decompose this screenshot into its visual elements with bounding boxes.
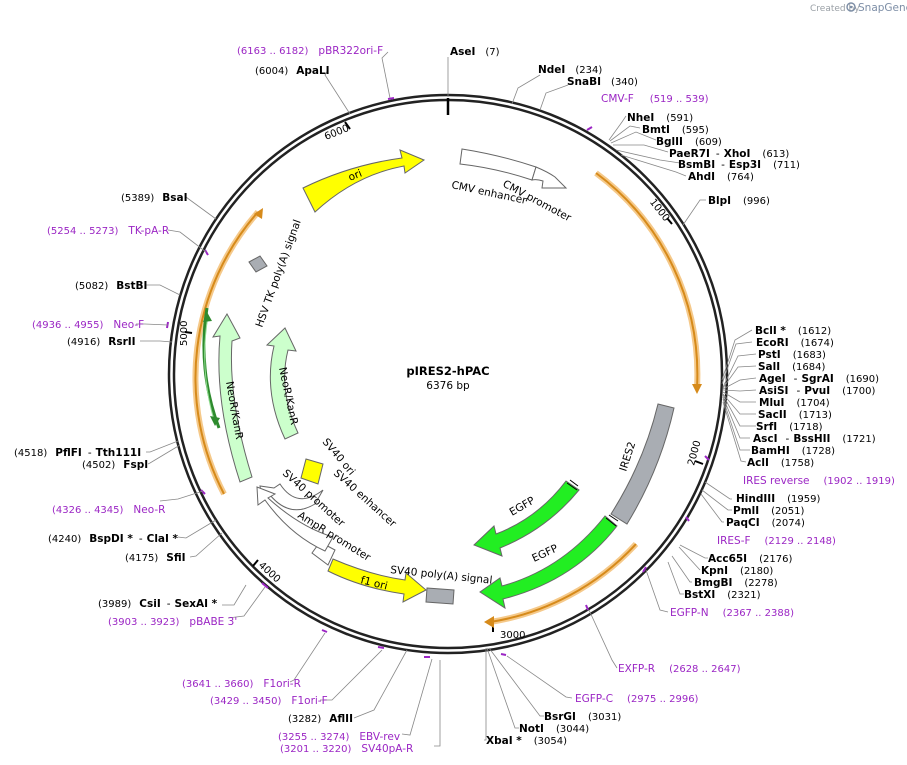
sv40-promoter-arrow bbox=[256, 486, 334, 552]
site-ahdi: AhdI(764) bbox=[688, 171, 754, 183]
site-bstbi: (5082)BstBI bbox=[75, 280, 147, 292]
site-bamhi: BamHI(1728) bbox=[751, 445, 835, 457]
site-ndei: NdeI(234) bbox=[538, 64, 602, 76]
site-snabi: SnaBI(340) bbox=[567, 76, 638, 88]
site-cmv-f: CMV-F(519 .. 539) bbox=[601, 93, 709, 105]
ires-arrow bbox=[610, 403, 675, 525]
site-bsrgi: BsrGI(3031) bbox=[544, 711, 621, 723]
site-bsai: (5389)BsaI bbox=[121, 192, 188, 204]
site-pmli: PmlI(2051) bbox=[733, 505, 805, 517]
site-apali: (6004)ApaLI bbox=[255, 65, 330, 77]
orf-arcs bbox=[192, 170, 702, 628]
site-f1ori-r: (3641 .. 3660)F1ori-R bbox=[182, 678, 301, 690]
label-hsv-tk-polya: HSV TK poly(A) signal bbox=[254, 218, 304, 329]
site-paer7i: PaeR7I-XhoI(613) bbox=[669, 148, 789, 160]
site-bglii: BglII(609) bbox=[656, 136, 722, 148]
ori-arrow bbox=[302, 149, 426, 213]
site-bmti: BmtI(595) bbox=[642, 124, 709, 136]
leader-lines bbox=[136, 51, 757, 747]
site-srfi: SrfI(1718) bbox=[756, 421, 823, 433]
snapgene-logo-icon bbox=[846, 2, 856, 12]
egfp-hatch bbox=[566, 479, 619, 527]
site-hindiii: HindIII(1959) bbox=[736, 493, 820, 505]
site-noti: NotI(3044) bbox=[519, 723, 589, 735]
site-asei: AseI(7) bbox=[450, 46, 500, 58]
site-f1ori-f: (3429 .. 3450)F1ori-F bbox=[210, 695, 328, 707]
site-bspdi: (4240)BspDI *-ClaI * bbox=[48, 533, 179, 545]
site-ires-f: IRES-F(2129 .. 2148) bbox=[717, 535, 836, 547]
primer-marks bbox=[166, 97, 710, 658]
feature-arrows bbox=[212, 148, 675, 610]
site-fspi: (4502)FspI bbox=[82, 459, 148, 471]
tick-label-5000: 5000 bbox=[179, 321, 190, 346]
site-sv40pa-r: (3201 .. 3220)SV40pA-R bbox=[280, 743, 413, 755]
site-bstxi: BstXI(2321) bbox=[684, 589, 761, 601]
site-aflii: (3282)AflII bbox=[288, 713, 353, 725]
hsv-tk-polya-box bbox=[248, 255, 268, 273]
site-paqci: PaqCI(2074) bbox=[726, 517, 805, 529]
site-csii: (3989)CsiI-SexAI * bbox=[98, 598, 218, 610]
f1-ori-arrow bbox=[327, 558, 427, 603]
site-sali: SalI(1684) bbox=[758, 361, 826, 373]
site-blpi: BlpI(996) bbox=[708, 195, 770, 207]
label-ires: IRES2 bbox=[617, 440, 638, 473]
site-neo-f: (4936 .. 4955)Neo-F bbox=[32, 319, 144, 331]
created-by-text: Created by bbox=[810, 4, 860, 14]
site-sfii: (4175)SfiI bbox=[125, 552, 186, 564]
site-psti: PstI(1683) bbox=[758, 349, 826, 361]
tick-label-3000: 3000 bbox=[500, 630, 525, 641]
site-tk-pa-r: (5254 .. 5273)TK-pA-R bbox=[47, 225, 169, 237]
site-acli: AclI(1758) bbox=[747, 457, 814, 469]
label-ori: ori bbox=[347, 168, 364, 184]
site-pflfi: (4518)PflFI-Tth111I bbox=[14, 447, 141, 459]
tick-label-6000: 6000 bbox=[323, 123, 351, 143]
site-ecori: EcoRI(1674) bbox=[756, 337, 834, 349]
plasmid-name: pIRES2-hPAC bbox=[406, 364, 489, 378]
cmv-promoter-arrow bbox=[531, 166, 568, 189]
site-ires-reverse: IRES reverse(1902 .. 1919) bbox=[743, 475, 895, 487]
site-asisi: AsiSI-PvuI(1700) bbox=[759, 385, 876, 397]
site-egfp-c: EGFP-C(2975 .. 2996) bbox=[575, 693, 699, 705]
site-kpni: KpnI(2180) bbox=[701, 565, 773, 577]
plasmid-size: 6376 bp bbox=[426, 380, 470, 392]
site-pbabe3: (3903 .. 3923)pBABE 3' bbox=[108, 616, 237, 628]
egfp-arrow-outer bbox=[479, 515, 618, 610]
site-pbr322ori-f: (6163 .. 6182)pBR322ori-F bbox=[237, 45, 383, 57]
cmv-enhancer-arrow bbox=[459, 148, 537, 181]
site-sacii: SacII(1713) bbox=[758, 409, 832, 421]
site-ebv-rev: (3255 .. 3274)EBV-rev bbox=[278, 731, 400, 743]
site-exfp-r: EXFP-R(2628 .. 2647) bbox=[618, 663, 741, 675]
site-asci: AscI-BssHII(1721) bbox=[753, 433, 876, 445]
egfp-arrow-inner bbox=[473, 480, 580, 557]
site-agei: AgeI-SgrAI(1690) bbox=[759, 373, 879, 385]
site-nhei: NheI(591) bbox=[627, 112, 693, 124]
site-acc65i: Acc65I(2176) bbox=[708, 553, 792, 565]
sv40-polya-box bbox=[425, 587, 455, 605]
sv40-ori-box bbox=[300, 458, 324, 485]
site-egfp-n: EGFP-N(2367 .. 2388) bbox=[670, 607, 794, 619]
site-mlui: MluI(1704) bbox=[759, 397, 830, 409]
snapgene-brand: SnapGene bbox=[858, 2, 907, 14]
site-bcli: BclI *(1612) bbox=[755, 325, 831, 337]
site-neo-r: (4326 .. 4345)Neo-R bbox=[52, 504, 165, 516]
site-rsrii: (4916)RsrII bbox=[67, 336, 136, 348]
site-bsmbi: BsmBI-Esp3I(711) bbox=[678, 159, 800, 171]
site-xbai: XbaI *(3054) bbox=[486, 735, 567, 747]
site-bmgbi: BmgBI(2278) bbox=[694, 577, 778, 589]
neor-arrow-inner bbox=[265, 327, 299, 440]
neor-arrow-outer bbox=[212, 312, 253, 483]
